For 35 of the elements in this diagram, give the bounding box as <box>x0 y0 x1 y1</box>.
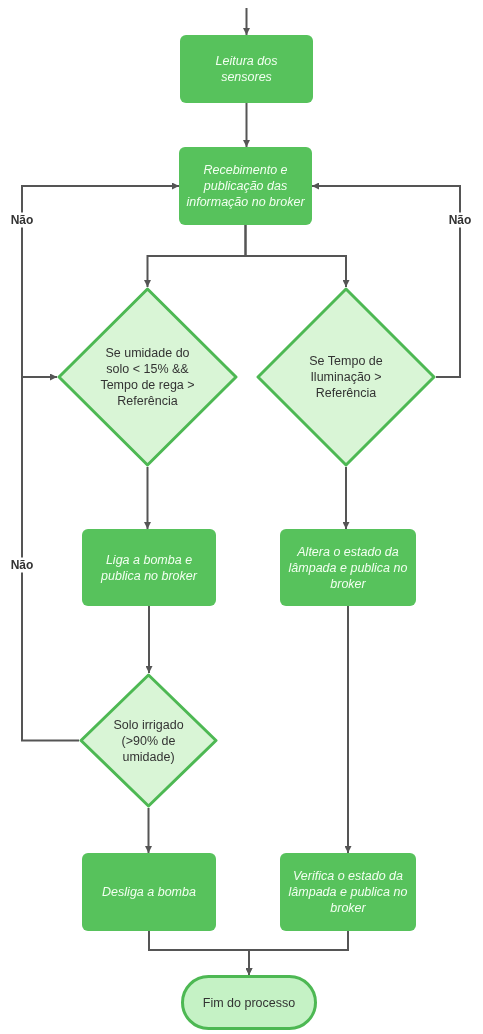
arrow <box>21 182 180 378</box>
process-box <box>280 529 416 606</box>
process-box <box>82 529 216 606</box>
arrow <box>243 7 250 36</box>
process-box <box>180 35 313 103</box>
edge-label: Não <box>9 212 35 228</box>
node-label: Solo irrigado (>90% de umidade) <box>112 716 185 765</box>
arrow <box>144 466 151 530</box>
node-label: Se umidade do solo < 15% && Tempo de rega > Referência <box>99 345 196 409</box>
node-label: Recebimento e publicação das informação no broker <box>185 162 306 210</box>
arrow <box>342 466 350 530</box>
node-label: Altera o estado da lâmpada e publica no broker <box>287 543 409 592</box>
arrow <box>311 182 461 378</box>
edge-label: Não <box>447 212 473 228</box>
arrow <box>145 605 153 674</box>
edge-label: Não <box>9 557 35 573</box>
process-box <box>179 147 312 225</box>
arrow <box>245 930 349 976</box>
process-box <box>82 853 216 931</box>
process-box <box>280 853 416 931</box>
arrow <box>21 373 80 742</box>
node-label: Se Tempo de Iluminação > Referência <box>308 353 384 401</box>
node-label: Leitura dos sensores <box>214 53 279 85</box>
decision-diamond <box>79 673 218 808</box>
decision-diamond <box>256 287 436 467</box>
node-label: Verifica o estado da lâmpada e publica no broker <box>287 868 409 916</box>
arrow <box>244 224 350 288</box>
node-label: Liga a bomba e publica no broker <box>99 551 199 584</box>
arrow <box>145 807 152 854</box>
arrow <box>243 102 250 148</box>
arrow <box>344 605 352 854</box>
node-label: Desliga a bomba <box>102 884 196 900</box>
decision-diamond <box>57 287 238 467</box>
terminal-shape <box>181 975 317 1030</box>
node-label: Fim do processo <box>202 994 296 1011</box>
